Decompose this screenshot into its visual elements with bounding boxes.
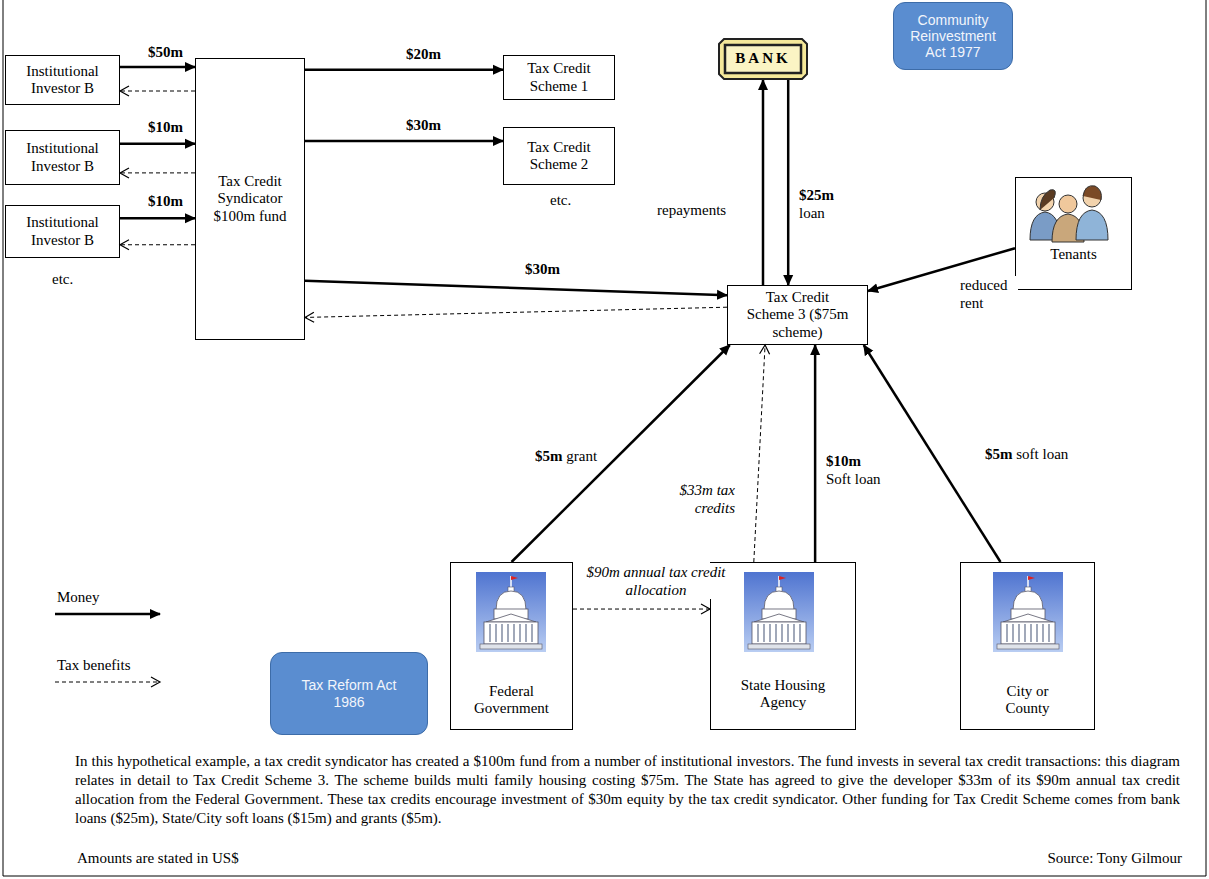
bank-sign-plate [719,39,807,79]
tax-benefit-arrow [120,244,195,245]
money-arrow [120,143,195,146]
money-arrow [120,66,195,69]
box-label: Tenants [1050,246,1096,263]
legend-money-sample [55,613,160,616]
capitol-icon [476,572,546,652]
box-label: Institutional Investor B [15,63,110,98]
tax-benefit-arrow [120,91,195,92]
money-arrow [762,80,765,285]
money-arrow [305,281,727,295]
money-arrow [512,345,730,562]
tenants-icon [1030,186,1108,242]
tax-benefit-arrow [305,307,727,317]
money-arrow [120,217,195,220]
government-box: City or County [960,562,1095,730]
edge-label: $90m annual tax credit allocation [574,563,738,599]
tax-benefit-arrow [120,172,195,173]
box-label: City or County [997,683,1059,718]
money-arrow [864,345,1001,562]
investor-box: Institutional Investor B [5,130,120,185]
edge-label: $30m [523,260,562,278]
money-arrow [305,140,503,143]
government-box: Federal Government [450,562,573,730]
tenants-box: Tenants [1015,177,1132,290]
figure-caption: In this hypothetical example, a tax cred… [75,752,1180,828]
bank-sign-text: BANK [735,50,790,67]
edge-label: $50m [146,43,185,61]
edge-label: $10m Soft loan [824,452,883,488]
box-label: Tax Credit Syndicator $100m fund [208,173,293,225]
box-label: Federal Government [464,683,559,718]
legend-tax-sample [55,682,160,683]
box-label: Tax Credit Scheme 3 ($75m scheme) [745,289,850,341]
scheme-box: Tax Credit Scheme 3 ($75m scheme) [727,285,868,345]
currency-note: Amounts are stated in US$ [75,849,241,867]
investor-box: Institutional Investor B [5,55,120,105]
syndicator-box: Tax Credit Syndicator $100m fund [195,58,305,340]
box-label: Institutional Investor B [15,214,110,249]
edge-label: $25m loan [797,186,836,222]
source-note: Source: Tony Gilmour [980,849,1184,867]
money-arrow [787,80,790,285]
edge-label: $33m tax credits [645,481,737,517]
money-arrow [305,69,503,72]
capitol-icon [744,572,814,652]
act-box: Tax Reform Act 1986 [270,652,428,735]
legend-text: Money [55,588,102,606]
box-label: Tax Reform Act 1986 [289,677,409,709]
act-box: Community Reinvestment Act 1977 [893,2,1013,70]
edge-label: $5m soft loan [983,445,1070,463]
box-label: Tax Credit Scheme 1 [512,60,607,95]
tax-benefit-arrow [754,345,765,562]
edge-label: $10m [146,118,185,136]
edge-label: $20m [404,45,443,63]
edge-label: $10m [146,192,185,210]
etc-note: etc. [50,270,75,288]
box-label: Institutional Investor B [15,140,110,175]
money-arrow [814,345,817,562]
legend-text: Tax benefits [55,656,133,674]
etc-note: etc. [548,191,573,209]
investor-box: Institutional Investor B [5,205,120,258]
box-label: State Housing Agency [716,677,850,712]
scheme-box: Tax Credit Scheme 1 [503,55,615,100]
edge-label: repayments [655,201,728,219]
capitol-icon [993,572,1063,652]
scheme-box: Tax Credit Scheme 2 [503,127,615,185]
edge-label: reduced rent [958,276,1018,312]
tax-benefit-arrow [573,609,710,610]
figure-frame [3,0,1206,876]
bank-sign-panel [725,45,801,73]
bank-sign: BANK [718,38,808,80]
edge-label: $30m [404,116,443,134]
box-label: Tax Credit Scheme 2 [512,139,607,174]
edge-label: $5m grant [533,447,599,465]
box-label: Community Reinvestment Act 1977 [903,12,1003,60]
